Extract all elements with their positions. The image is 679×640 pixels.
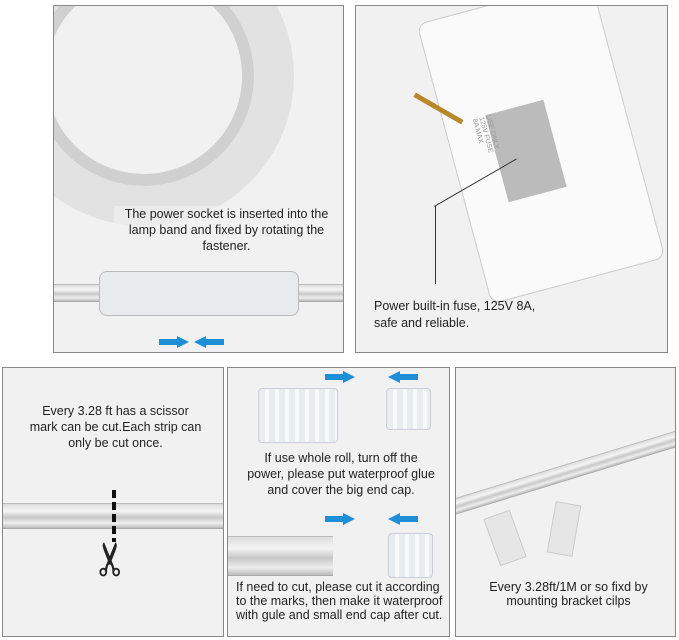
end-cap-caption-bottom: If need to cut, please cut it according … [236, 580, 443, 622]
arrow-left-icon [194, 336, 224, 348]
arrow-right-icon [325, 371, 355, 383]
arrow-left-icon [388, 513, 418, 525]
dashed-cut-line [112, 490, 116, 542]
panel-power-socket: The power socket is inserted into the la… [53, 5, 344, 353]
clips-caption: Every 3.28ft/1M or so fixd by mounting b… [489, 580, 648, 608]
connector [99, 271, 299, 316]
panel-fuse: USE ONLY 125V FUSE 8A MAX Power built-in… [355, 5, 668, 353]
small-end-cap [388, 533, 433, 578]
panel-mounting-clips: Every 3.28ft/1M or so fixd by mounting b… [455, 367, 676, 637]
arrow-right-icon [325, 513, 355, 525]
rope-segment [228, 536, 333, 576]
cut-caption: Every 3.28 ft has a scissor mark can be … [29, 404, 202, 450]
fuse-caption: Power built-in fuse, 125V 8A, safe and r… [374, 299, 536, 330]
panel-end-cap: If use whole roll, turn off the power, p… [227, 367, 450, 637]
bracket-clip [546, 501, 582, 557]
connector-plug [258, 388, 338, 443]
panel-cut-mark: Every 3.28 ft has a scissor mark can be … [2, 367, 224, 637]
end-cap-caption-top: If use whole roll, turn off the power, p… [247, 451, 435, 497]
big-end-cap [386, 388, 431, 430]
bracket-clip [483, 509, 527, 567]
arrow-left-icon [388, 371, 418, 383]
pointer-line [435, 206, 436, 284]
scissors-icon: ✂ [84, 539, 137, 579]
arrow-right-icon [159, 336, 189, 348]
socket-caption: The power socket is inserted into the la… [114, 206, 339, 254]
led-rope-coil [54, 6, 294, 226]
